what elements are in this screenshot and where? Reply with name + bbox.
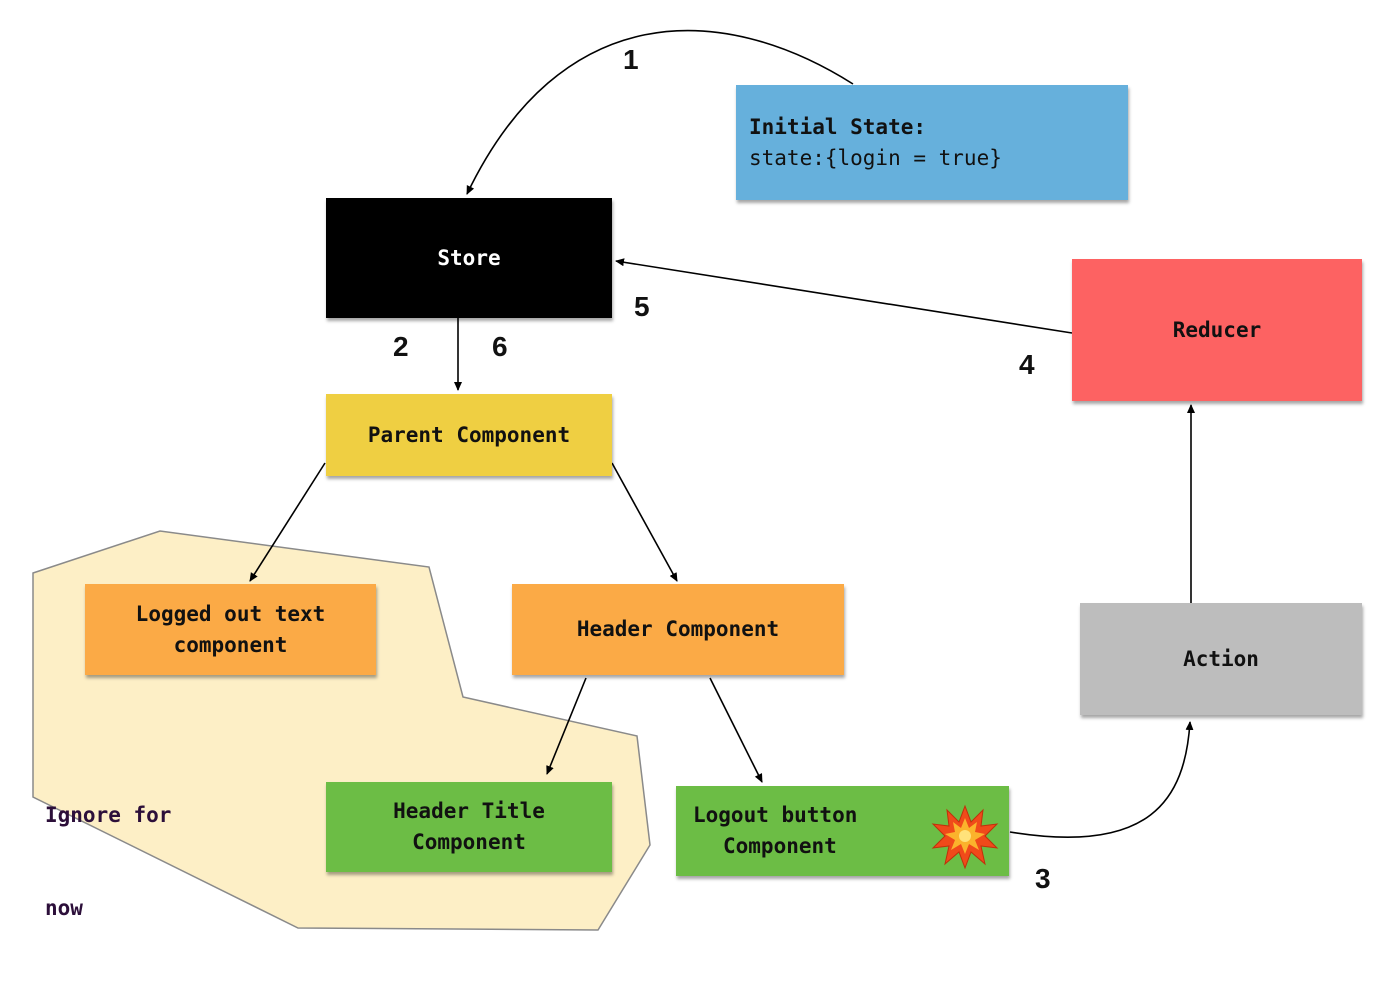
reducer-label: Reducer bbox=[1172, 317, 1262, 342]
header-title-component-box: Header Title Component bbox=[326, 782, 612, 872]
header-title-label-line1: Header Title bbox=[393, 799, 545, 823]
arrow-parent-to-logged-out bbox=[249, 462, 326, 582]
store-label: Store bbox=[437, 245, 501, 270]
arrow-reducer-to-store bbox=[615, 258, 1073, 334]
ignore-note-line2: now bbox=[45, 896, 83, 920]
logged-out-label-line1: Logged out text bbox=[135, 601, 326, 626]
logout-button-label-line1: Logout button bbox=[693, 803, 858, 827]
step-6-label: 6 bbox=[492, 331, 508, 362]
step-1-label: 1 bbox=[623, 44, 639, 75]
step-2-label: 2 bbox=[393, 331, 409, 362]
step-5-label: 5 bbox=[634, 291, 650, 322]
header-component-box: Header Component bbox=[512, 584, 844, 675]
store-box: Store bbox=[326, 198, 612, 318]
logged-out-label-line2: component bbox=[173, 632, 288, 657]
initial-state-title: Initial State: bbox=[749, 114, 927, 139]
parent-component-box: Parent Component bbox=[326, 394, 612, 476]
header-component-label: Header Component bbox=[576, 617, 780, 641]
logout-button-component-box: Logout button Component bbox=[676, 786, 1009, 876]
logout-button-label-line2: Component bbox=[723, 834, 837, 858]
arrow-parent-to-header bbox=[611, 462, 678, 582]
reducer-box: Reducer bbox=[1072, 259, 1362, 401]
parent-component-label: Parent Component bbox=[367, 422, 571, 447]
arrow-initial-to-store bbox=[466, 29, 854, 195]
ignore-note-line1: Ignore for bbox=[45, 803, 172, 827]
initial-state-box: Initial State: state:{login = true} bbox=[736, 85, 1128, 200]
step-3-label: 3 bbox=[1035, 863, 1051, 894]
action-box: Action bbox=[1080, 603, 1362, 715]
initial-state-value: state:{login = true} bbox=[749, 145, 1002, 170]
arrow-header-to-logout bbox=[709, 677, 763, 783]
explosion-icon bbox=[931, 804, 999, 870]
arrow-logout-to-action bbox=[1009, 721, 1194, 838]
step-4-label: 4 bbox=[1019, 349, 1035, 380]
ignore-region-note: Ignore for now bbox=[45, 738, 171, 986]
logged-out-component-box: Logged out text component bbox=[85, 584, 376, 675]
arrow-header-to-title bbox=[546, 677, 587, 775]
action-label: Action bbox=[1183, 646, 1259, 671]
header-title-label-line2: Component bbox=[412, 830, 526, 854]
redux-flow-diagram: Initial State: state:{login = true} Stor… bbox=[32, 29, 1362, 931]
